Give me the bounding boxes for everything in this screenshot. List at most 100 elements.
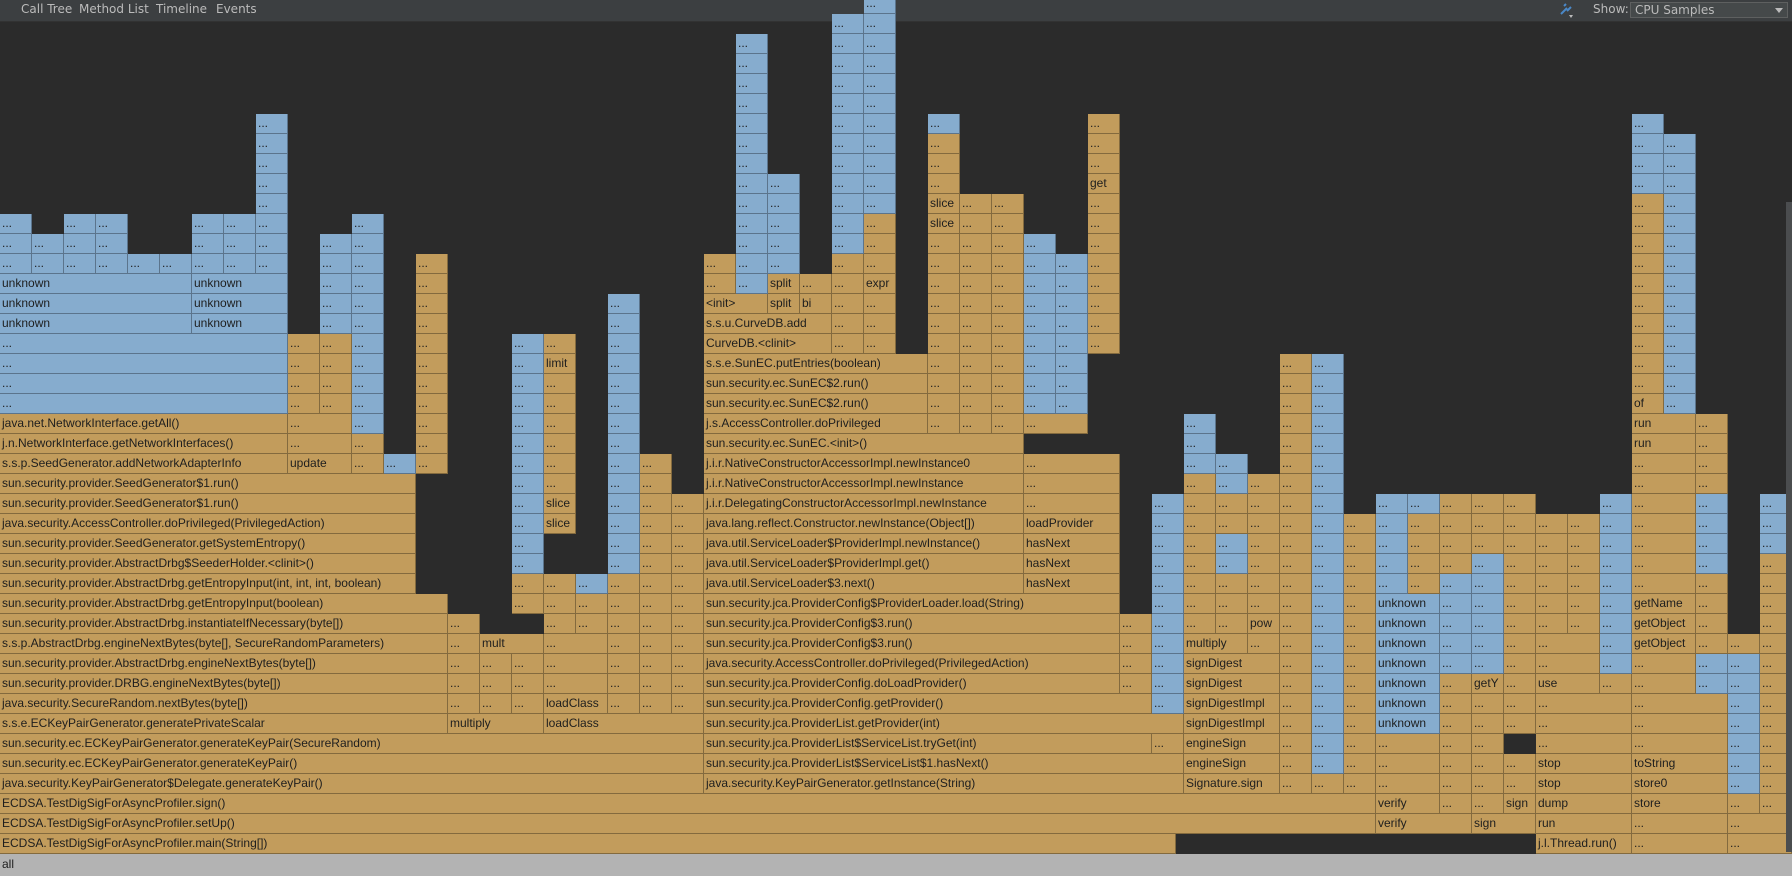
flame-frame[interactable]: ... (1632, 834, 1728, 854)
flame-frame[interactable]: ... (1536, 534, 1568, 554)
flame-frame[interactable]: sun.security.jca.ProviderConfig$3.run() (704, 614, 1120, 634)
flame-frame[interactable]: signDigest (1184, 674, 1280, 694)
flame-frame[interactable]: sun.security.jca.ProviderConfig.doLoadPr… (704, 674, 1120, 694)
flame-frame[interactable]: getObject (1632, 634, 1696, 654)
flame-frame[interactable]: ... (1696, 594, 1728, 614)
flame-frame[interactable]: ... (1216, 554, 1248, 574)
flame-frame[interactable]: ... (608, 674, 640, 694)
flame-frame[interactable]: sun.security.ec.ECKeyPairGenerator.gener… (0, 754, 704, 774)
flame-frame[interactable]: unknown (1376, 614, 1440, 634)
flame-frame[interactable]: ... (736, 274, 768, 294)
flame-frame[interactable]: ... (1248, 534, 1280, 554)
flame-frame[interactable]: ... (704, 254, 736, 274)
flame-frame[interactable]: ... (1504, 574, 1536, 594)
flame-frame[interactable]: ... (512, 574, 544, 594)
flame-frame[interactable]: ... (1312, 374, 1344, 394)
flame-frame[interactable]: ... (736, 254, 768, 274)
flame-frame[interactable]: signDigestImpl (1184, 714, 1280, 734)
flame-frame[interactable]: ... (1248, 514, 1280, 534)
flame-frame[interactable]: ... (640, 594, 672, 614)
flame-frame[interactable]: ... (640, 634, 672, 654)
flame-frame[interactable]: ... (1024, 394, 1056, 414)
flame-frame[interactable]: ... (1472, 734, 1504, 754)
flame-frame[interactable]: ... (736, 34, 768, 54)
flame-frame[interactable]: get (1088, 174, 1120, 194)
flame-frame[interactable]: ... (608, 474, 640, 494)
flame-frame[interactable]: ... (928, 174, 960, 194)
flame-frame[interactable]: CurveDB.<clinit> (704, 334, 832, 354)
flame-frame[interactable]: ... (1632, 714, 1728, 734)
flame-frame[interactable]: ... (736, 234, 768, 254)
flame-frame[interactable]: ... (1472, 614, 1504, 634)
flame-frame[interactable]: ... (1248, 634, 1280, 654)
flame-frame[interactable]: ... (1024, 494, 1120, 514)
flame-frame[interactable]: ... (832, 194, 864, 214)
flame-frame[interactable]: java.net.NetworkInterface.getAll() (0, 414, 288, 434)
flame-frame[interactable]: ... (1344, 634, 1376, 654)
flame-frame[interactable]: ... (1632, 474, 1696, 494)
flame-frame[interactable]: ... (1472, 494, 1504, 514)
flame-frame[interactable]: ... (544, 394, 576, 414)
flame-frame[interactable]: ... (992, 374, 1024, 394)
flame-frame[interactable]: ... (1280, 494, 1312, 514)
flame-frame[interactable]: ... (1088, 154, 1120, 174)
flame-frame[interactable]: ... (1376, 734, 1440, 754)
flame-frame[interactable]: ... (1728, 654, 1760, 674)
flame-frame[interactable]: ... (1632, 194, 1664, 214)
flame-frame[interactable]: split (768, 274, 800, 294)
flame-frame[interactable]: stop (1536, 754, 1632, 774)
flame-frame[interactable]: verify (1376, 814, 1472, 834)
flame-frame[interactable]: ... (1632, 334, 1664, 354)
flame-frame[interactable]: ... (1280, 754, 1312, 774)
flame-frame[interactable]: ... (1056, 274, 1088, 294)
flame-frame[interactable]: unknown (192, 294, 288, 314)
flame-frame[interactable]: signDigest (1184, 654, 1280, 674)
flame-frame[interactable]: ... (544, 674, 608, 694)
flame-frame[interactable]: ... (864, 174, 896, 194)
flame-frame[interactable]: ... (1344, 754, 1376, 774)
flame-frame[interactable]: ... (1344, 594, 1376, 614)
flame-frame[interactable]: ... (640, 574, 672, 594)
flame-frame[interactable]: ... (320, 394, 352, 414)
flame-frame[interactable]: ... (832, 214, 864, 234)
flame-frame[interactable]: ... (640, 494, 672, 514)
flame-frame[interactable]: java.util.ServiceLoader$ProviderImpl.new… (704, 534, 1024, 554)
flame-frame[interactable]: ... (640, 474, 672, 494)
flame-frame[interactable]: slice (544, 514, 576, 534)
flame-frame[interactable]: store (1632, 794, 1728, 814)
flame-frame[interactable]: ... (1536, 594, 1568, 614)
flame-frame[interactable]: ... (832, 54, 864, 74)
flame-frame[interactable]: ... (416, 314, 448, 334)
flame-frame[interactable]: ... (1376, 754, 1440, 774)
flame-frame[interactable]: ... (1312, 394, 1344, 414)
flame-frame[interactable]: s.s.u.CurveDB.add (704, 314, 832, 334)
flame-frame[interactable]: ... (64, 234, 96, 254)
flame-frame[interactable]: ... (1664, 394, 1696, 414)
flame-frame[interactable]: slice (928, 194, 960, 214)
flame-frame[interactable]: ... (1184, 614, 1216, 634)
flame-frame[interactable]: ... (1472, 554, 1504, 574)
flame-frame[interactable]: ... (1312, 414, 1344, 434)
flame-frame[interactable]: stop (1536, 774, 1632, 794)
flame-frame[interactable]: ... (512, 594, 544, 614)
flame-frame[interactable]: ... (448, 634, 480, 654)
flame-frame[interactable]: ... (512, 354, 544, 374)
flame-frame[interactable]: ... (1664, 214, 1696, 234)
tab-timeline[interactable]: Timeline (156, 2, 208, 16)
flame-frame[interactable]: ... (1632, 814, 1728, 834)
flame-frame[interactable]: ... (672, 614, 704, 634)
flame-frame[interactable]: ... (1600, 514, 1632, 534)
flame-frame[interactable]: ... (832, 154, 864, 174)
flame-frame[interactable]: ... (1184, 594, 1216, 614)
flame-frame[interactable]: ... (256, 174, 288, 194)
flame-frame[interactable]: ... (544, 454, 576, 474)
flame-frame[interactable]: ... (576, 614, 608, 634)
flame-frame[interactable]: j.s.AccessController.doPrivileged (704, 414, 928, 434)
flame-frame[interactable]: ... (1376, 534, 1408, 554)
flame-frame[interactable]: ... (1216, 574, 1248, 594)
flame-frame[interactable]: ... (992, 294, 1024, 314)
flame-frame[interactable]: ... (640, 454, 672, 474)
flame-frame[interactable]: ... (416, 454, 448, 474)
flame-frame[interactable]: ... (1056, 314, 1088, 334)
flame-frame[interactable]: ... (1312, 674, 1344, 694)
